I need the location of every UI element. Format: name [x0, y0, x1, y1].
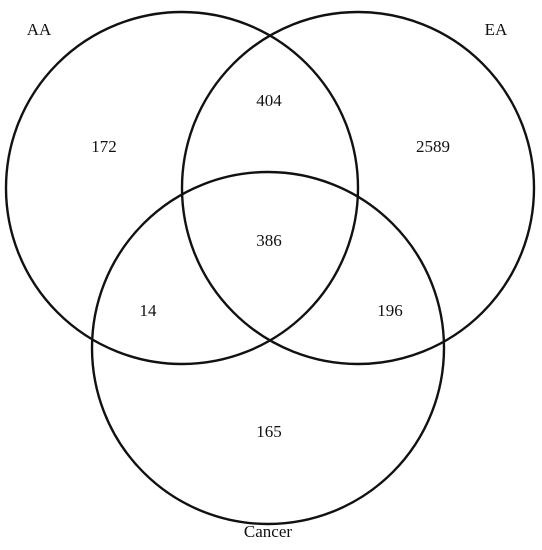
region-all-three: 386: [256, 231, 282, 250]
region-aa-ea: 404: [256, 91, 282, 110]
set-label-cancer: Cancer: [244, 522, 292, 541]
region-ea-cancer: 196: [377, 301, 403, 320]
region-aa-cancer: 14: [140, 301, 158, 320]
set-label-aa: AA: [27, 20, 52, 39]
region-cancer-only: 165: [256, 422, 282, 441]
set-label-ea: EA: [485, 20, 508, 39]
circle-cancer: [90, 170, 446, 526]
region-aa-only: 172: [91, 137, 117, 156]
circle-aa: [4, 10, 360, 366]
region-ea-only: 2589: [416, 137, 450, 156]
circle-ea: [180, 10, 536, 366]
